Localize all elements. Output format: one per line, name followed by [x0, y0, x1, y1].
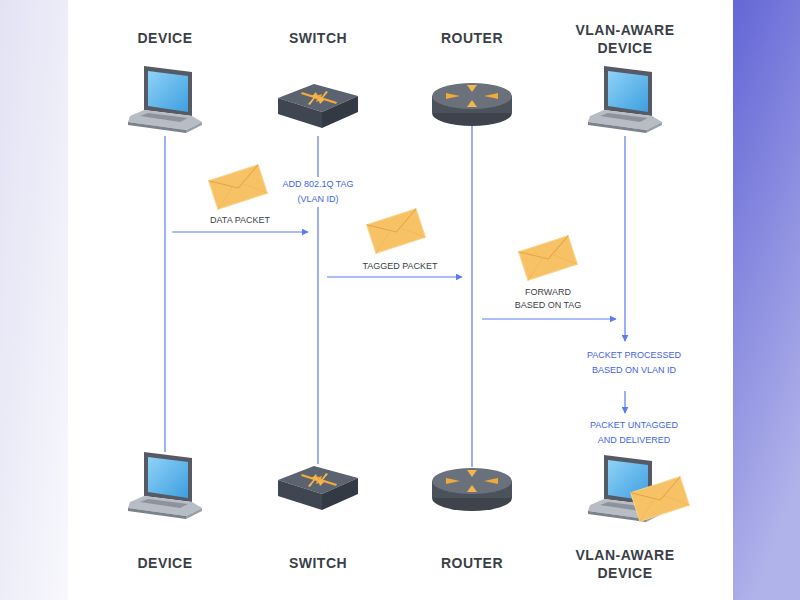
switch-icon: [278, 84, 358, 128]
packet-envelope: [519, 236, 578, 281]
flow-annotation: PACKET PROCESSED BASED ON VLAN ID: [582, 348, 687, 378]
participant-node: VLAN-AWARE DEVICE: [555, 21, 695, 136]
panel-background: [68, 0, 733, 600]
participant-node: ROUTER: [417, 467, 527, 572]
left-background: [0, 0, 68, 600]
packet-envelope: [631, 477, 690, 522]
message-arrow: [172, 231, 308, 232]
step-arrow: [624, 391, 625, 413]
packet-envelope: [209, 165, 268, 210]
participant-name: ROUTER: [417, 29, 527, 47]
packet-envelope: [367, 209, 426, 254]
participant-name: ROUTER: [417, 554, 527, 572]
lifeline: [164, 136, 165, 452]
right-background: [733, 0, 800, 600]
participant-node: DEVICE: [110, 452, 220, 572]
laptop-icon: [128, 66, 202, 133]
participant-node: DEVICE: [110, 29, 220, 136]
flow-annotation: PACKET UNTAGGED AND DELIVERED: [584, 418, 684, 448]
participant-name: DEVICE: [110, 29, 220, 47]
message-arrow: [482, 318, 616, 319]
flow-annotation: TAGGED PACKET: [350, 259, 450, 273]
participant-node: SWITCH: [258, 464, 378, 572]
participant-node: VLAN-AWARE DEVICE: [555, 455, 695, 582]
router-icon: [432, 468, 512, 511]
flow-annotation: DATA PACKET: [190, 213, 290, 227]
switch-icon: [278, 466, 358, 510]
participant-name: DEVICE: [110, 554, 220, 572]
participant-name: VLAN-AWARE DEVICE: [555, 21, 695, 57]
participant-name: VLAN-AWARE DEVICE: [555, 546, 695, 582]
flow-annotation: FORWARD BASED ON TAG: [511, 286, 585, 312]
router-icon: [432, 83, 512, 126]
lifeline: [471, 126, 472, 467]
lifeline-arrow: [624, 136, 625, 341]
laptop-icon: [128, 452, 202, 519]
participant-node: SWITCH: [258, 29, 378, 136]
laptop-icon: [588, 66, 662, 133]
participant-node: ROUTER: [417, 29, 527, 126]
participant-name: SWITCH: [258, 554, 378, 572]
message-arrow: [327, 276, 462, 277]
participant-name: SWITCH: [258, 29, 378, 47]
flow-annotation: ADD 802.1Q TAG (VLAN ID): [276, 177, 361, 207]
